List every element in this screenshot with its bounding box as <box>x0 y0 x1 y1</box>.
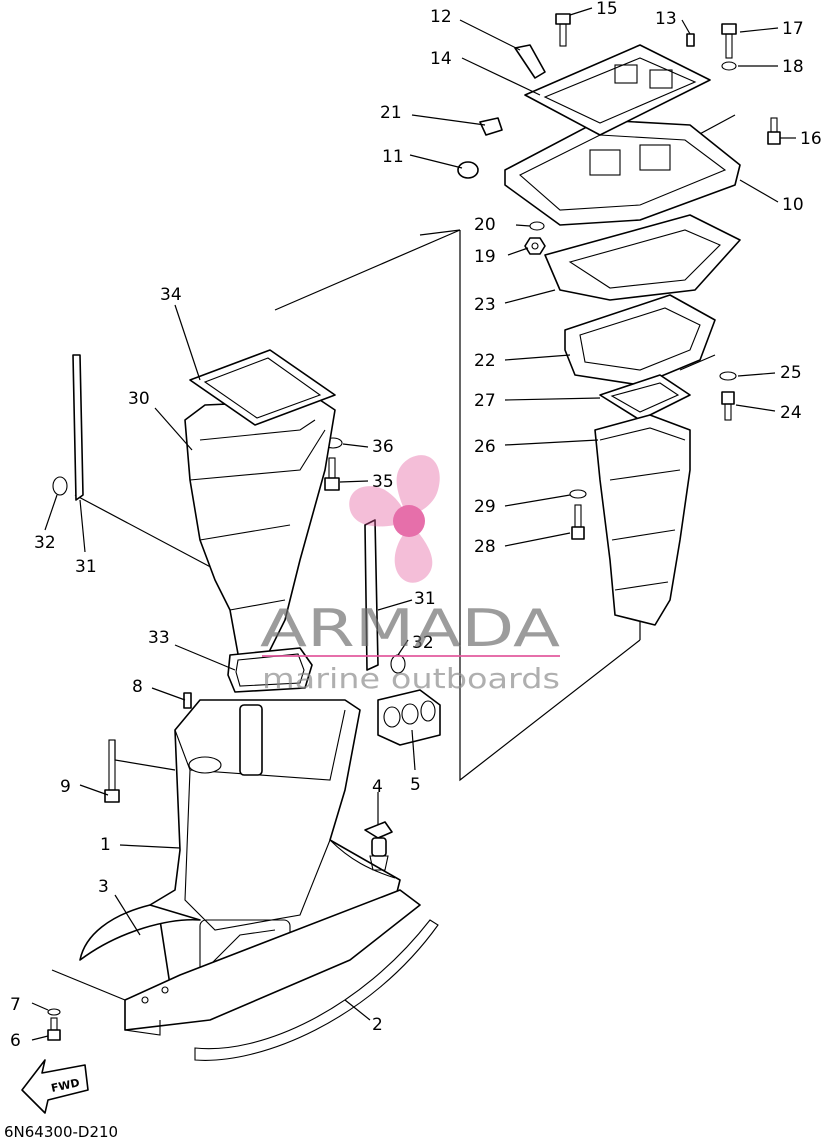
callout-1: 1 <box>100 835 111 855</box>
callout-23: 23 <box>474 295 496 315</box>
callout-34: 34 <box>160 285 182 305</box>
callout-leaders <box>31 7 796 1041</box>
callout-numbers: 1 2 3 4 5 6 7 8 9 10 11 12 13 14 15 16 1… <box>10 0 822 1051</box>
callout-3: 3 <box>98 877 109 897</box>
plate-gasket <box>599 374 691 421</box>
callout-27: 27 <box>474 391 496 411</box>
grommet <box>377 689 441 746</box>
upper-casing <box>184 399 336 666</box>
fwd-label: FWD <box>50 1076 81 1095</box>
exhaust-plate <box>564 294 716 386</box>
fittings <box>457 44 546 179</box>
callout-4: 4 <box>372 777 383 797</box>
lower-gasket <box>227 647 313 693</box>
middle-gasket <box>544 214 741 301</box>
drain-plug <box>364 821 393 871</box>
callout-30: 30 <box>128 389 150 409</box>
callout-11: 11 <box>382 147 404 167</box>
callout-22: 22 <box>474 351 496 371</box>
callout-31-right: 31 <box>414 589 436 609</box>
callout-7: 7 <box>10 995 21 1015</box>
seal-strips <box>72 354 379 671</box>
callout-28: 28 <box>474 537 496 557</box>
callout-32-right: 32 <box>412 633 434 653</box>
watermark-tagline: marine outboards <box>262 662 560 695</box>
trim-plate <box>79 889 439 1061</box>
callout-15: 15 <box>596 0 618 19</box>
propeller-logo-icon <box>349 455 440 583</box>
upper-gasket <box>189 349 336 426</box>
callout-31-left: 31 <box>75 557 97 577</box>
callout-29: 29 <box>474 497 496 517</box>
callout-32-left: 32 <box>34 533 56 553</box>
callout-20: 20 <box>474 215 496 235</box>
fwd-arrow: FWD <box>21 1059 89 1114</box>
bolts <box>47 13 781 1041</box>
exhaust-manifold <box>594 414 691 626</box>
callout-21: 21 <box>380 103 402 123</box>
callout-26: 26 <box>474 437 496 457</box>
callout-33: 33 <box>148 628 170 648</box>
callout-17: 17 <box>782 19 804 39</box>
top-gasket <box>524 44 711 136</box>
callout-18: 18 <box>782 57 804 77</box>
callout-2: 2 <box>372 1015 383 1035</box>
callout-16: 16 <box>800 129 822 149</box>
callout-6: 6 <box>10 1031 21 1051</box>
callout-36: 36 <box>372 437 394 457</box>
callout-19: 19 <box>474 247 496 267</box>
callout-8: 8 <box>132 677 143 697</box>
watermark: ARMADA marine outboards <box>260 455 561 695</box>
callout-13: 13 <box>655 9 677 29</box>
drawing-code: 6N64300-D210 <box>4 1123 119 1141</box>
callout-24: 24 <box>780 403 802 423</box>
callout-9: 9 <box>60 777 71 797</box>
callout-14: 14 <box>430 49 452 69</box>
callout-5: 5 <box>410 775 421 795</box>
callout-12: 12 <box>430 7 452 27</box>
callout-10: 10 <box>782 195 804 215</box>
watermark-brand: ARMADA <box>260 599 561 659</box>
exhaust-guide <box>504 119 741 226</box>
callout-25: 25 <box>780 363 802 383</box>
callout-35: 35 <box>372 472 394 492</box>
